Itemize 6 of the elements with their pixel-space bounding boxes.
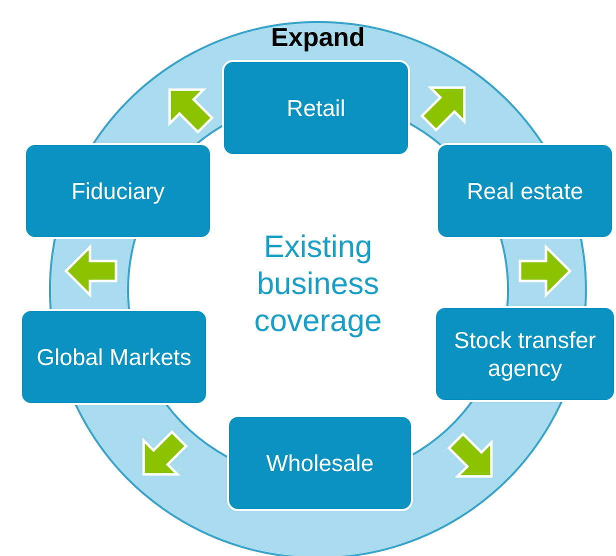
- category-box: Global Markets: [20, 309, 208, 405]
- center-text: Existing business coverage: [253, 228, 383, 339]
- category-box: Fiduciary: [24, 143, 212, 239]
- category-box: Stock transfer agency: [434, 306, 616, 402]
- category-box: Real estate: [436, 143, 614, 239]
- heading: Expand: [270, 22, 366, 53]
